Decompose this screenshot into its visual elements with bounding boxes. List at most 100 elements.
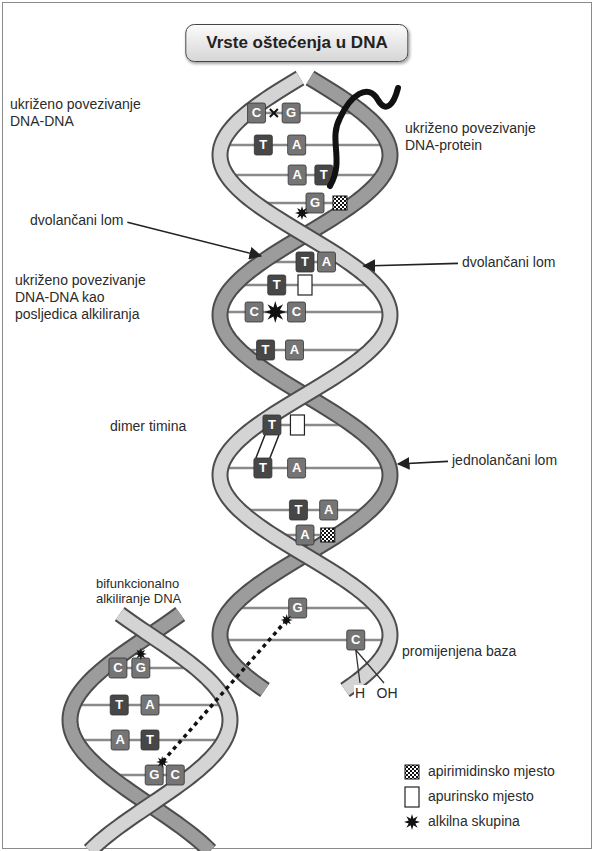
callout-label: ukriženo povezivanje DNA-protein — [405, 120, 565, 154]
dimer-bond — [256, 435, 279, 458]
legend-text: apirimidinsko mjesto — [428, 763, 555, 780]
apurinic-site — [298, 275, 312, 295]
atom-label: H — [354, 685, 366, 702]
base-box — [254, 135, 272, 155]
base-letter: T — [268, 275, 286, 295]
apyrimidinic-site — [333, 196, 347, 210]
base-box — [268, 275, 286, 295]
base-letter: A — [317, 252, 335, 272]
base-box — [111, 730, 129, 750]
base-letter: C — [166, 765, 184, 785]
protein-chain — [330, 88, 398, 186]
strand-outline — [90, 614, 230, 851]
alkyl-group — [135, 648, 147, 660]
alkyl-group — [295, 206, 309, 220]
base-box — [141, 730, 159, 750]
base-box — [289, 500, 307, 520]
callout-label: bifunkcionalno alkiliranje DNA — [96, 576, 216, 606]
second-helix — [70, 614, 230, 851]
base-box — [282, 103, 300, 123]
base-box — [141, 695, 159, 715]
base-letter: A — [288, 165, 306, 185]
legend-text: alkilna skupina — [428, 813, 520, 830]
base-box — [285, 340, 303, 360]
base-box — [317, 252, 335, 272]
base-box — [288, 458, 306, 478]
base-letter: G — [132, 658, 150, 678]
base-box — [109, 658, 127, 678]
leader-arrow — [127, 222, 261, 256]
base-box — [145, 765, 163, 785]
base-letter: G — [282, 103, 300, 123]
strand-outline — [220, 78, 390, 690]
base-box — [296, 252, 314, 272]
base-box — [289, 598, 307, 618]
callout-label: dvolančani lom — [30, 212, 123, 229]
atom-label: OH — [376, 685, 399, 702]
base-letter: T — [254, 458, 272, 478]
base-letter: T — [257, 340, 275, 360]
strand-ribbon — [220, 78, 390, 690]
base-box — [254, 458, 272, 478]
strand-ribbon — [220, 78, 390, 690]
hydroxyl-bond — [356, 650, 384, 683]
callout-label: ukriženo povezivanje DNA-DNA kao posljed… — [15, 272, 165, 323]
alkyl-group — [156, 756, 168, 768]
base-box — [296, 525, 314, 545]
base-letter: T — [141, 730, 159, 750]
base-box — [263, 415, 281, 435]
base-letter: A — [320, 500, 338, 520]
callout-label: promijenjena baza — [402, 643, 516, 660]
base-box — [166, 765, 184, 785]
legend-symbols — [404, 765, 420, 830]
leader-arrow — [398, 461, 448, 464]
base-letter: T — [110, 695, 128, 715]
bifunctional-link — [162, 620, 286, 762]
callout-label: jednolančani lom — [452, 452, 557, 469]
diagram-title: Vrste oštećenja u DNA — [185, 24, 408, 62]
base-letter: A — [288, 458, 306, 478]
base-letter: C — [288, 302, 306, 322]
base-letter: G — [306, 193, 324, 213]
base-box — [288, 302, 306, 322]
apurinic-site — [290, 415, 304, 435]
base-box — [245, 302, 263, 322]
strand-ribbon — [90, 614, 230, 851]
base-letter: C — [248, 103, 266, 123]
base-letter: A — [141, 695, 159, 715]
apyrimidinic-site — [405, 765, 419, 779]
alkyl-group — [281, 614, 293, 626]
callout-label: dimer timina — [110, 418, 186, 435]
base-letter: C — [347, 630, 365, 650]
apurinic-site — [405, 787, 419, 807]
callout-label: dvolančani lom — [462, 254, 555, 271]
base-letter: T — [254, 135, 272, 155]
main-helix — [220, 78, 390, 690]
base-letter: C — [109, 658, 127, 678]
crosslink-mark — [270, 109, 278, 117]
base-box — [306, 193, 324, 213]
base-box — [257, 340, 275, 360]
base-box — [320, 500, 338, 520]
leader-arrow — [364, 263, 458, 266]
base-box — [288, 135, 306, 155]
base-letter: T — [289, 500, 307, 520]
base-letter: T — [315, 165, 333, 185]
base-letter: T — [296, 252, 314, 272]
strand-outline — [220, 78, 390, 690]
base-letter: C — [245, 302, 263, 322]
base-letter: A — [296, 525, 314, 545]
base-letter: A — [288, 135, 306, 155]
base-box — [288, 165, 306, 185]
base-letter: G — [289, 598, 307, 618]
base-letter: A — [111, 730, 129, 750]
base-box — [132, 658, 150, 678]
alkyl-group — [404, 814, 420, 830]
apyrimidinic-site — [321, 528, 335, 542]
base-letter: A — [285, 340, 303, 360]
base-letter: T — [263, 415, 281, 435]
legend-text: apurinsko mjesto — [428, 788, 534, 805]
callout-label: ukriženo povezivanje DNA-DNA — [10, 96, 160, 130]
base-box — [248, 103, 266, 123]
base-box — [347, 630, 365, 650]
